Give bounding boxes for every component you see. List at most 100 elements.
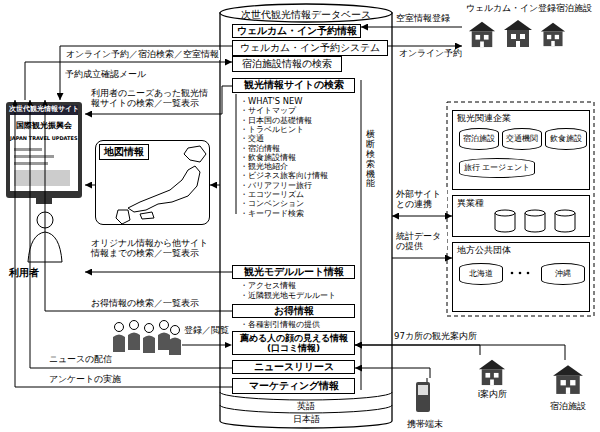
text-label: ・WHAT'S NEW [240,97,302,107]
lodging-icon-node: ウェルカム・イン登録宿泊施設 [462,3,596,55]
function-box: 宿泊施設情報の検索 [232,56,342,72]
drawing-part [361,80,362,390]
drawing-part [116,210,130,224]
node-text: 北海道 [469,269,493,278]
user-terminal [6,102,82,262]
text-label: ・サイトマップ [240,106,296,116]
node-text: 宿泊施設 [550,401,586,411]
drawing-part [525,210,545,216]
text-label: ・宿泊情報 [240,144,280,154]
node-text: 観光モデルルート情報 [244,267,344,278]
text-label: ・エコツーリズム [240,190,304,200]
drawing-part [220,4,392,22]
drawing-part [169,326,181,356]
drawing-part [519,272,522,275]
edge-label: お得情報の検索／一覧表示 [90,299,200,309]
node-text: 宿泊施設情報の検索 [242,59,332,70]
drawing-part [416,382,430,412]
database-item: 飲食施設 [545,128,587,150]
drawing-part [541,23,565,46]
drawing-part [14,155,54,158]
crowd [113,321,181,356]
text-label: 日本語 [293,414,320,424]
text-label: 英語 [297,401,315,411]
text-label: ・コンベンション [240,199,304,209]
drawing-part [10,105,78,115]
node-text: 地図情報 [99,144,149,160]
node-text: 交通機関 [506,134,538,143]
database-item: 宿泊施設 [459,128,499,150]
drawing-part [128,166,200,212]
function-box: ニュースリリース [232,360,355,374]
group-box: 観光関連企業宿泊施設 交通機関 飲食施設旅行 エージェント [452,110,590,190]
buildings [469,20,583,394]
node-text: i案内所 [478,389,508,399]
connector-arrow [85,86,232,114]
node-text: 宿泊施設 [463,134,495,143]
database-icons [495,210,575,232]
drawing-part [128,321,140,351]
drawing-part [418,385,428,395]
node-text: マーケティング情報 [249,381,339,392]
map-callout: 地図情報 [95,140,210,225]
node-text: 薦める人の顔の見える情報 (口コミ情報) [236,333,351,354]
text-label: ・日本国の基礎情報 [240,116,312,126]
node-text: お得情報 [274,306,314,317]
edge-label: 97カ所の観光案内所 [393,332,478,342]
drawing-part [495,210,515,216]
lodging-icon-node: 宿泊施設 [540,360,596,412]
drawing-part [14,162,48,165]
function-box: 薦める人の顔の見える情報 (口コミ情報) [232,331,355,355]
edge-label: 予約成立確認メール [64,70,147,80]
drawing-part [469,22,495,47]
node-text: 次世代観光情報データベース [241,10,371,21]
function-box: ウェルカム・イン予約情報 [232,24,361,38]
drawing-part [140,212,154,219]
mobile-phone [416,378,430,412]
connector-arrow [45,100,232,311]
node-text: 旅行 エージェント [464,163,531,172]
text-label: ・観光地紹介 [240,162,288,172]
text-label: JAPAN TRAVEL UPDATES [10,136,78,142]
text-label: ・近隣観光地モデルルート [240,291,336,301]
text-label: 国際観光振興会 [16,121,72,130]
edge-label: オンライン予約 [398,49,463,59]
node-text: ウェルカム・イン登録宿泊施設 [466,3,592,13]
function-box: お得情報 [232,304,355,318]
phone-icon-node: 携帯端末 [398,378,452,430]
drawing-part [10,105,78,191]
connector-arrow [355,345,565,360]
drawing-part [427,378,428,382]
group-box: 地方公共団体北海道沖縄 [452,242,590,312]
drawing-part [511,272,514,275]
drawing-part [184,146,206,162]
connector-arrow [392,258,452,259]
drawing-part [504,20,532,47]
drawing-part [36,198,52,204]
connector-arrow [388,46,462,47]
database-item: 北海道 [459,263,503,285]
drawing-part [113,323,125,353]
database-item: 沖縄 [541,263,585,285]
text-label: ・キーワード検索 [240,209,304,219]
node-text: 飲食施設 [550,134,582,143]
text-label: 登録／閲覧 [184,326,229,336]
edge-label: オリジナル情報から他サイト情報までの検索／一覧表示 [90,239,216,259]
edge-label: ニュースの配信 [48,355,113,365]
drawing-part [479,360,505,385]
text-label: ・交通 [240,134,264,144]
text-label: ・飲食施設情報 [240,153,296,163]
node-text: ウェルカム・イン予約システム [240,43,380,54]
edge-label: 利用者のニーズあった観光情報サイトの検索／一覧表示 [90,89,216,109]
drawing-part [555,210,575,216]
node-text: 利用者 [9,267,39,279]
external-sites-frame [447,102,594,316]
edge-label: 外部サイトとの連携 [395,190,447,210]
connector-arrow [392,216,452,217]
vertical-label: 横断検索機能 [366,130,375,189]
drawing-part [6,102,82,198]
node-text: 観光関連企業 [453,111,515,125]
node-text: ニュースリリース [254,362,334,373]
connector-arrow [355,368,430,378]
node-text: 沖縄 [555,269,571,278]
